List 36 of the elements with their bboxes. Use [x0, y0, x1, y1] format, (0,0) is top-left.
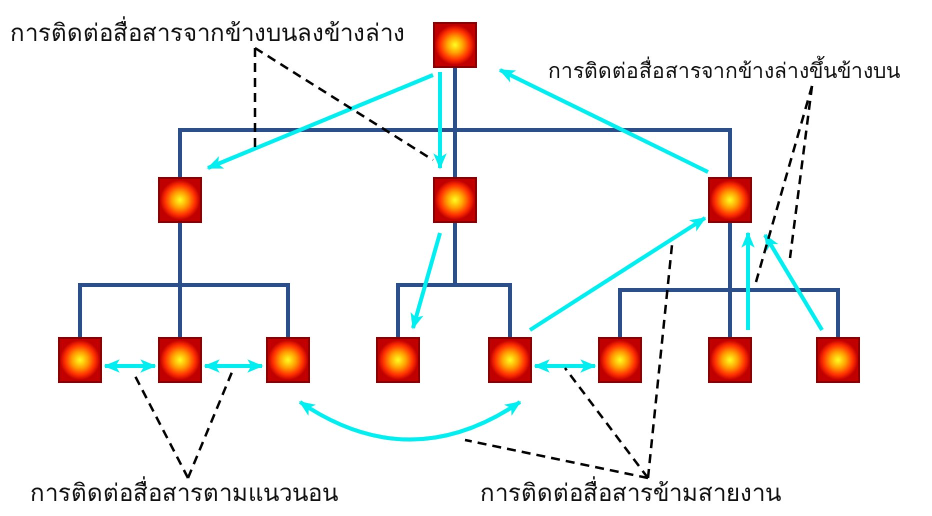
arrow	[206, 73, 434, 170]
org-box	[266, 337, 310, 383]
org-box	[158, 177, 202, 223]
leader-line	[788, 86, 814, 258]
arrow	[104, 359, 156, 373]
callout-text: การติดต่อสื่อสารข้ามสายงาน	[480, 478, 781, 508]
leader-line	[254, 46, 434, 162]
org-box	[433, 22, 477, 68]
org-box	[58, 337, 102, 383]
arrow	[534, 359, 596, 373]
arrow	[204, 359, 264, 373]
leader-line	[186, 372, 234, 478]
org-box	[376, 337, 420, 383]
arrow	[498, 68, 709, 174]
org-box	[708, 177, 752, 223]
leader-line	[464, 438, 648, 480]
org-box	[816, 337, 860, 383]
org-box	[158, 337, 202, 383]
leader-line	[646, 244, 674, 478]
arrow	[763, 234, 824, 332]
org-box	[598, 337, 642, 383]
callout-text: การติดต่อสื่อสารจากข้างล่างขึ้นข้างบน	[548, 56, 900, 86]
leader-line	[564, 367, 649, 479]
callout-text: การติดต่อสื่อสารจากข้างบนลงข้างล่าง	[10, 18, 405, 48]
org-box	[708, 337, 752, 383]
arrow	[741, 232, 755, 330]
leader-line	[754, 86, 814, 282]
leader-line	[254, 48, 256, 148]
org-box	[433, 177, 477, 223]
arrow	[410, 232, 442, 330]
arrow	[298, 400, 522, 442]
connector-line	[453, 68, 732, 177]
callout-text: การติดต่อสื่อสารตามแนวนอน	[30, 478, 338, 508]
arrow	[433, 72, 447, 170]
org-box	[488, 337, 532, 383]
arrow	[528, 216, 706, 332]
